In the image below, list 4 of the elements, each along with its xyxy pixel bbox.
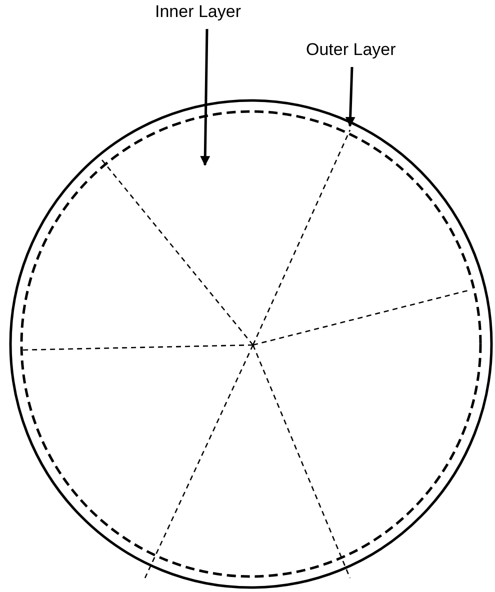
callout-label: Outer Layer [306, 40, 396, 64]
leader-arrow [200, 28, 210, 166]
callout-label: Inner Layer [155, 2, 241, 26]
leader-arrow [345, 66, 356, 127]
